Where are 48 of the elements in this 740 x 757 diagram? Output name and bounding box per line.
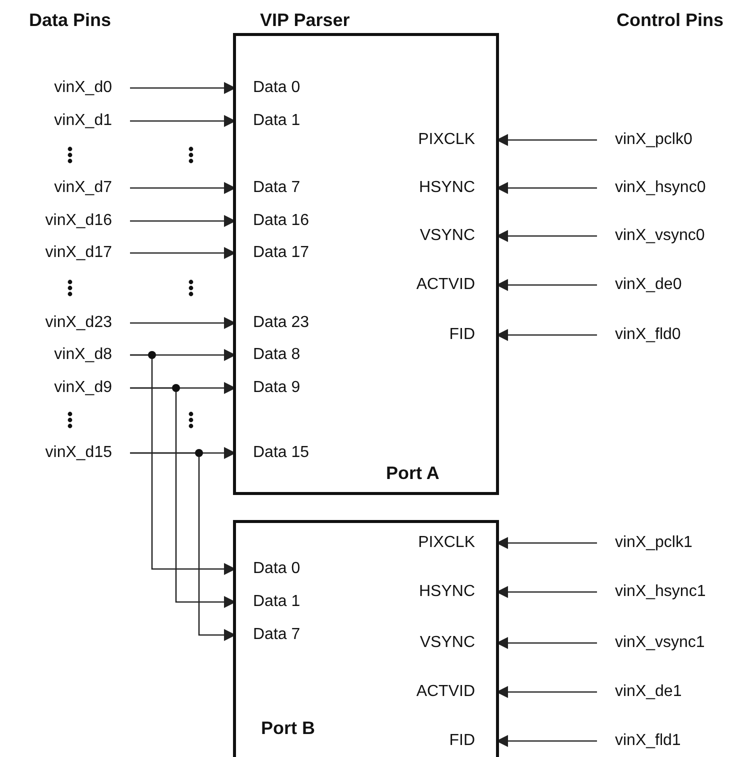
column-heading: Control Pins (616, 10, 724, 31)
pin-name: vinX_de1 (597, 682, 682, 702)
port-block (233, 33, 499, 495)
signal-label: Data 1 (236, 111, 300, 131)
signal-label: PIXCLK (418, 130, 496, 150)
column-heading: VIP Parser (260, 10, 350, 31)
port-name: Port B (261, 718, 315, 739)
signal-label: ACTVID (416, 275, 496, 295)
column-heading: Data Pins (29, 10, 112, 31)
signal-label: Data 16 (236, 211, 310, 231)
port-name: Port A (386, 463, 440, 484)
signal-label: VSYNC (420, 226, 496, 246)
pin-name: vinX_fld0 (597, 325, 681, 345)
signal-label: ACTVID (416, 682, 496, 702)
signal-label: HSYNC (418, 178, 496, 198)
pin-name: vinX_fld1 (597, 731, 681, 751)
signal-label: Data 17 (236, 243, 310, 263)
pin-name: vinX_d7 (54, 178, 130, 198)
signal-label: FID (449, 731, 496, 751)
signal-label: PIXCLK (418, 533, 496, 553)
pin-name: vinX_d15 (45, 443, 130, 463)
signal-label: Data 1 (236, 592, 300, 612)
pin-name: vinX_de0 (597, 275, 682, 295)
signal-label: Data 0 (236, 78, 300, 98)
pin-name: vinX_vsync1 (597, 633, 705, 653)
pin-name: vinX_d16 (45, 211, 130, 231)
signal-label: VSYNC (420, 633, 496, 653)
signal-label: HSYNC (418, 582, 496, 602)
signal-label: FID (449, 325, 496, 345)
signal-label: Data 23 (236, 313, 310, 333)
pin-name: vinX_d8 (54, 345, 130, 365)
pin-name: vinX_d0 (54, 78, 130, 98)
pin-name: vinX_pclk1 (597, 533, 692, 553)
pin-name: vinX_hsync1 (597, 582, 706, 602)
signal-label: Data 7 (236, 178, 300, 198)
pin-name: vinX_d1 (54, 111, 130, 131)
port-block (233, 520, 499, 757)
pin-name: vinX_vsync0 (597, 226, 705, 246)
signal-label: Data 15 (236, 443, 310, 463)
signal-label: Data 8 (236, 345, 300, 365)
signal-label: Data 9 (236, 378, 300, 398)
signal-label: Data 0 (236, 559, 300, 579)
pin-name: vinX_d9 (54, 378, 130, 398)
pin-name: vinX_d23 (45, 313, 130, 333)
pin-name: vinX_hsync0 (597, 178, 706, 198)
pin-name: vinX_pclk0 (597, 130, 692, 150)
signal-label: Data 7 (236, 625, 300, 645)
pin-name: vinX_d17 (45, 243, 130, 263)
